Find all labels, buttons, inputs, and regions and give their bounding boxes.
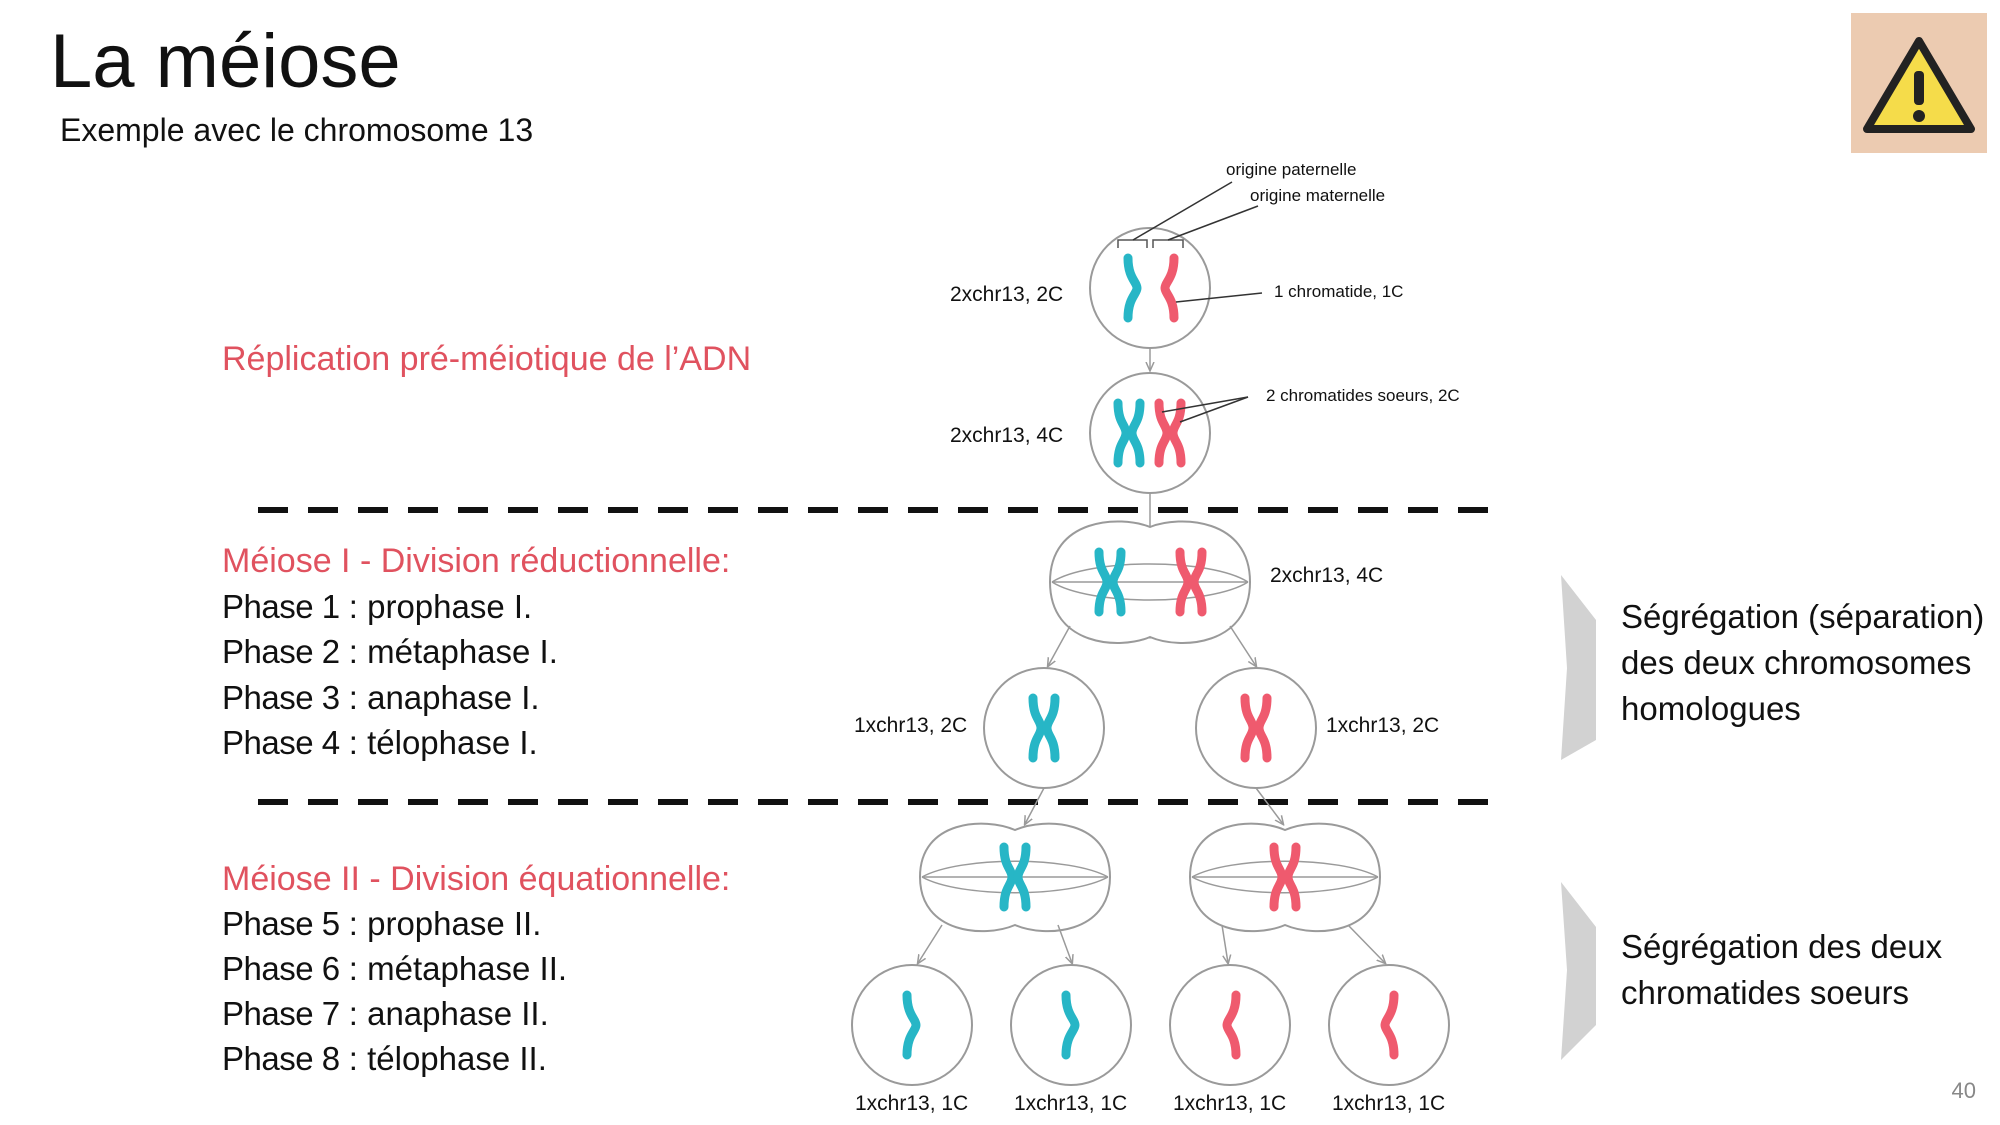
leader-paternal [1132,181,1233,241]
meiosis1-phase-4: Phase 4 : télophase I. [222,724,538,761]
label-daughter-right: 1xchr13, 2C [1326,714,1440,737]
label-one-chromatid: 1 chromatide, 1C [1274,282,1404,301]
label-paternal: origine paternelle [1226,160,1357,179]
leader-maternal [1167,205,1259,241]
arrow-daughter-right-m2 [1255,787,1283,824]
arrow-daughter-left-m2 [1025,787,1045,824]
meiosis2-heading: Méiose II - Division équationnelle: [222,860,731,898]
meiosis2-phase-8: Phase 8 : télophase II. [222,1040,547,1077]
leader-one-chromatid [1175,292,1263,303]
warning-triangle-icon [1863,37,1975,133]
leader-sister-2 [1179,396,1249,423]
cell-initial [1089,227,1211,349]
meiosis1-phase-2: Phase 2 : métaphase I. [222,633,558,670]
warning-box [1851,13,1987,153]
slide-subtitle: Exemple avec le chromosome 13 [60,112,534,148]
label-cell-initial: 2xchr13, 2C [950,283,1064,306]
arrow-m1-right [1229,625,1256,666]
segregation-arrow-1 [1561,575,1596,760]
spindle-m1-bottom [1051,581,1249,601]
page-number: 40 [1951,1078,1976,1103]
segregation-arrow-2 [1561,882,1596,1060]
label-gamete-3: 1xchr13, 1C [1173,1092,1287,1115]
leader-sister-1 [1161,396,1249,413]
replication-heading: Réplication pré-méiotique de l’ADN [222,340,752,378]
label-maternal: origine maternelle [1250,186,1386,205]
meiosis1-phase-1: Phase 1 : prophase I. [222,588,533,625]
arrow-m2-g2 [1057,924,1072,963]
meiosis1-heading: Méiose I - Division réductionnelle: [222,542,731,580]
cell-replicated [1089,372,1211,494]
slide-title: La méiose [50,19,401,104]
segregation-sisters-text: Ségrégation des deux chromatides soeurs [1621,928,1943,1011]
meiosis2-phase-7: Phase 7 : anaphase II. [222,995,549,1032]
meiosis2-phase-6: Phase 6 : métaphase II. [222,950,568,987]
arrow-m2-g1 [918,924,943,963]
arrow-m1-left [1048,625,1071,666]
label-gamete-2: 1xchr13, 1C [1014,1092,1128,1115]
label-sister-chromatids: 2 chromatides soeurs, 2C [1266,386,1460,405]
bracket-paternal [1117,239,1148,248]
spindle-m1-top [1051,563,1249,583]
label-gamete-4: 1xchr13, 1C [1332,1092,1446,1115]
arrow-m2-g4 [1347,924,1385,963]
label-cell-meiosis1: 2xchr13, 4C [1270,564,1384,587]
meiosis1-phase-3: Phase 3 : anaphase I. [222,679,540,716]
segregation-homologues-text: Ségrégation (séparation) des deux chromo… [1621,598,1985,727]
label-gamete-1: 1xchr13, 1C [855,1092,969,1115]
meiosis2-phase-5: Phase 5 : prophase II. [222,905,542,942]
arrow-m2-g3 [1221,924,1228,963]
label-daughter-left: 1xchr13, 2C [854,714,968,737]
label-cell-replicated: 2xchr13, 4C [950,424,1064,447]
